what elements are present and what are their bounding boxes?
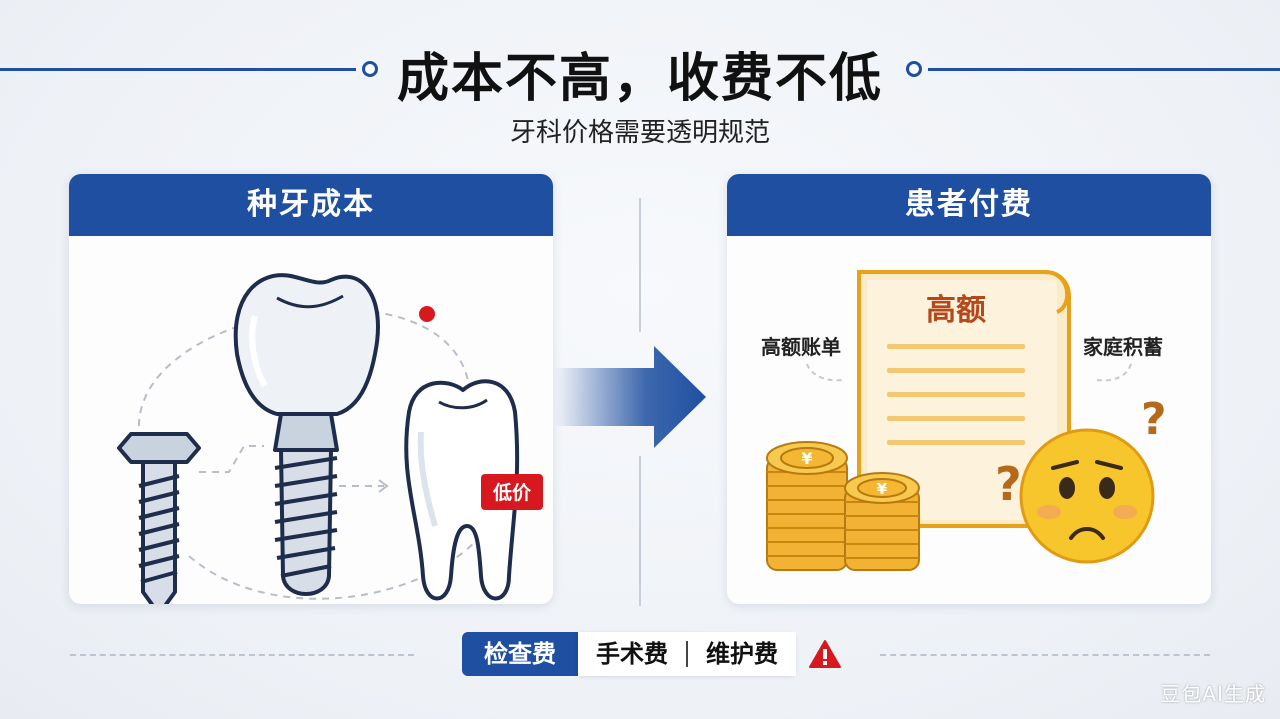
red-dot-icon [419, 306, 435, 322]
header-line-left [0, 68, 356, 71]
low-price-badge [481, 474, 543, 510]
page-title: 成本不高，收费不低 [396, 49, 883, 109]
implant-crown-icon [233, 273, 380, 596]
tooth-icon [404, 379, 520, 601]
label-high-bill: 高额账单 [761, 335, 841, 359]
header-dot-left [362, 61, 378, 77]
fee-group: 手术费 维护费 [578, 632, 796, 676]
implant-cost-panel: 种牙成本 低价 [69, 174, 553, 604]
question-mark-icon: ? [995, 457, 1022, 511]
divider-top [639, 198, 641, 332]
worried-face-icon [1019, 428, 1155, 564]
watermark: 豆包AI生成 [1160, 682, 1266, 706]
page-subtitle: 牙科价格需要透明规范 [509, 118, 770, 148]
label-family-savings: 家庭积蓄 [1083, 335, 1163, 359]
fee-exam: 检查费 [462, 632, 578, 676]
fee-maintenance: 维护费 [688, 632, 796, 676]
coin-stack-icon: ¥ [766, 441, 848, 571]
screw-icon [117, 432, 201, 604]
svg-text:¥: ¥ [801, 449, 812, 468]
dash-right [880, 654, 1210, 656]
coin-stack-icon: ¥ [844, 472, 920, 571]
low-price-badge-text: 低价 [492, 481, 532, 504]
warning-icon [809, 640, 841, 668]
dash-left [70, 654, 414, 656]
implant-cost-title: 种牙成本 [69, 174, 553, 236]
patient-payment-panel: 患者付费 高额 ? 高额账单 家庭积蓄 ¥ [727, 174, 1211, 604]
header-dot-right [906, 61, 922, 77]
header-line-right [928, 68, 1280, 71]
fee-bar: 检查费 手术费 维护费 [462, 632, 842, 676]
arrow-right-icon [554, 346, 706, 448]
divider-bottom [639, 456, 641, 606]
bill-heading: 高额 [926, 293, 986, 328]
implant-illustration: 低价 [117, 273, 543, 604]
patient-payment-title: 患者付费 [727, 174, 1211, 236]
fee-surgery: 手术费 [578, 632, 686, 676]
svg-text:¥: ¥ [877, 480, 888, 498]
fee-separator [686, 641, 688, 667]
question-mark-icon: ? [1141, 394, 1167, 445]
payment-illustration: 高额 ? 高额账单 家庭积蓄 ¥ ¥ [761, 270, 1167, 571]
